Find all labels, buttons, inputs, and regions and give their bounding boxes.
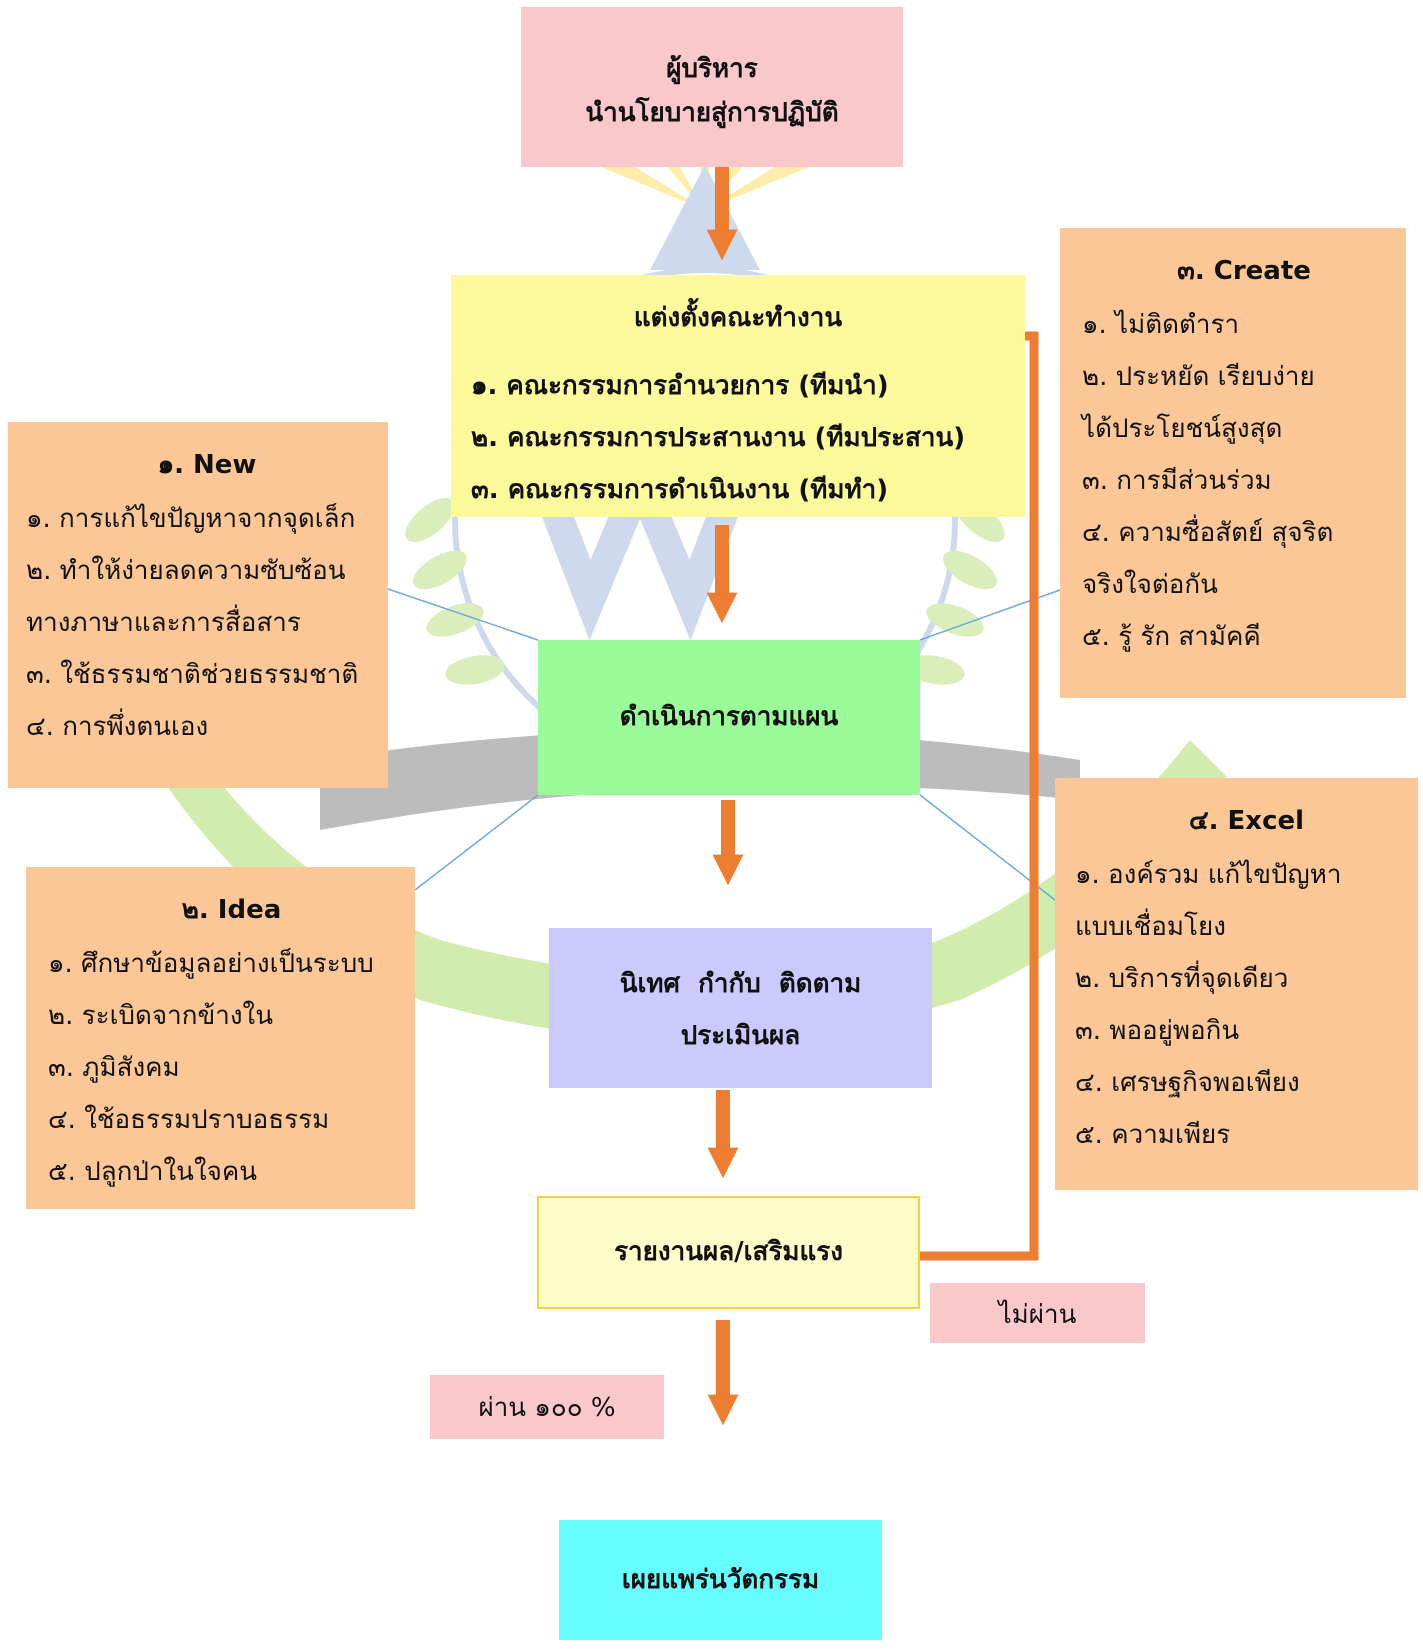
operate-box: ดำเนินการตามแผน: [538, 640, 920, 795]
monitor-line-2: ประเมินผล: [680, 1021, 801, 1051]
idea-item-3: ๓. ภูมิสังคม: [48, 1053, 180, 1083]
idea-item-5: ๕. ปลูกป่าในใจคน: [48, 1157, 258, 1187]
excel-item-1: ๑. องค์รวม แก้ไขปัญหา: [1075, 860, 1342, 890]
create-box-title: ๓. Create: [1177, 256, 1311, 286]
excel-item-4: ๓. พออยู่พอกิน: [1075, 1016, 1240, 1046]
fail-label-text: ไม่ผ่าน: [998, 1300, 1077, 1330]
new-item-4: ๓. ใช้ธรรมชาติช่วยธรรมชาติ: [26, 660, 359, 690]
idea-item-2: ๒. ระเบิดจากข้างใน: [48, 1001, 273, 1031]
connector-new: [384, 587, 539, 641]
excel-box: ๔. Excel ๑. องค์รวม แก้ไขปัญหา แบบเชื่อม…: [1055, 778, 1418, 1190]
committee-title: แต่งตั้งคณะทำงาน: [633, 303, 843, 333]
idea-item-1: ๑. ศึกษาข้อมูลอย่างเป็นระบบ: [48, 949, 374, 979]
fail-label: ไม่ผ่าน: [930, 1283, 1145, 1343]
pass-label-text: ผ่าน ๑๐๐ %: [478, 1393, 616, 1423]
final-label: เผยแพร่นวัตกรรม: [621, 1565, 820, 1595]
executive-title: ผู้บริหาร: [666, 54, 758, 84]
connector-idea: [414, 794, 539, 891]
excel-item-6: ๕. ความเพียร: [1075, 1120, 1231, 1150]
idea-box-title: ๒. Idea: [181, 895, 282, 925]
committee-item-2: ๒. คณะกรรมการประสานงาน (ทีมประสาน): [471, 423, 966, 453]
create-item-1: ๑. ไม่ติดตำรา: [1082, 310, 1240, 340]
new-item-5: ๔. การพึ่งตนเอง: [26, 712, 209, 742]
create-item-2: ๒. ประหยัด เรียบง่าย: [1082, 362, 1315, 392]
excel-item-5: ๔. เศรษฐกิจพอเพียง: [1075, 1068, 1300, 1098]
excel-item-3: ๒. บริการที่จุดเดียว: [1075, 964, 1289, 994]
report-label: รายงานผล/เสริมแรง: [614, 1237, 843, 1267]
excel-item-2: แบบเชื่อมโยง: [1075, 912, 1226, 942]
excel-box-title: ๔. Excel: [1188, 806, 1305, 836]
report-box: รายงานผล/เสริมแรง: [537, 1196, 920, 1309]
operate-label: ดำเนินการตามแผน: [619, 702, 839, 732]
monitor-box: นิเทศ กำกับ ติดตาม ประเมินผล: [549, 928, 932, 1088]
new-box: ๑. New ๑. การแก้ไขปัญหาจากจุดเล็ก ๒. ทำใ…: [8, 422, 388, 788]
committee-box: แต่งตั้งคณะทำงาน ๑. คณะกรรมการอำนวยการ (…: [451, 275, 1025, 517]
new-item-1: ๑. การแก้ไขปัญหาจากจุดเล็ก: [26, 504, 356, 534]
create-box: ๓. Create ๑. ไม่ติดตำรา ๒. ประหยัด เรียบ…: [1060, 228, 1406, 698]
monitor-line-1: นิเทศ กำกับ ติดตาม: [619, 969, 862, 999]
create-item-5: ๔. ความซื่อสัตย์ สุจริต: [1082, 518, 1334, 548]
executive-box: ผู้บริหาร นำนโยบายสู่การปฏิบัติ: [521, 7, 903, 167]
executive-subtitle: นำนโยบายสู่การปฏิบัติ: [585, 98, 839, 128]
committee-item-1: ๑. คณะกรรมการอำนวยการ (ทีมนำ): [471, 371, 889, 401]
create-item-7: ๕. รู้ รัก สามัคคี: [1082, 622, 1261, 652]
new-item-3: ทางภาษาและการสื่อสาร: [26, 608, 301, 638]
final-box: เผยแพร่นวัตกรรม: [559, 1520, 882, 1640]
create-item-3: ได้ประโยชน์สูงสุด: [1082, 414, 1283, 444]
connector-create: [919, 589, 1061, 641]
create-item-6: จริงใจต่อกัน: [1082, 570, 1218, 600]
emblem-ribbon: [150, 740, 1230, 1040]
idea-item-4: ๔. ใช้อธรรมปราบอธรรม: [48, 1105, 330, 1135]
laurel-leaves: [405, 497, 1005, 685]
new-box-title: ๑. New: [157, 450, 257, 480]
committee-item-3: ๓. คณะกรรมการดำเนินงาน (ทีมทำ): [471, 475, 889, 505]
new-item-2: ๒. ทำให้ง่ายลดความซับซ้อน: [26, 556, 346, 586]
pass-label: ผ่าน ๑๐๐ %: [430, 1375, 664, 1439]
create-item-4: ๓. การมีส่วนร่วม: [1082, 466, 1272, 496]
idea-box: ๒. Idea ๑. ศึกษาข้อมูลอย่างเป็นระบบ ๒. ร…: [26, 867, 415, 1209]
